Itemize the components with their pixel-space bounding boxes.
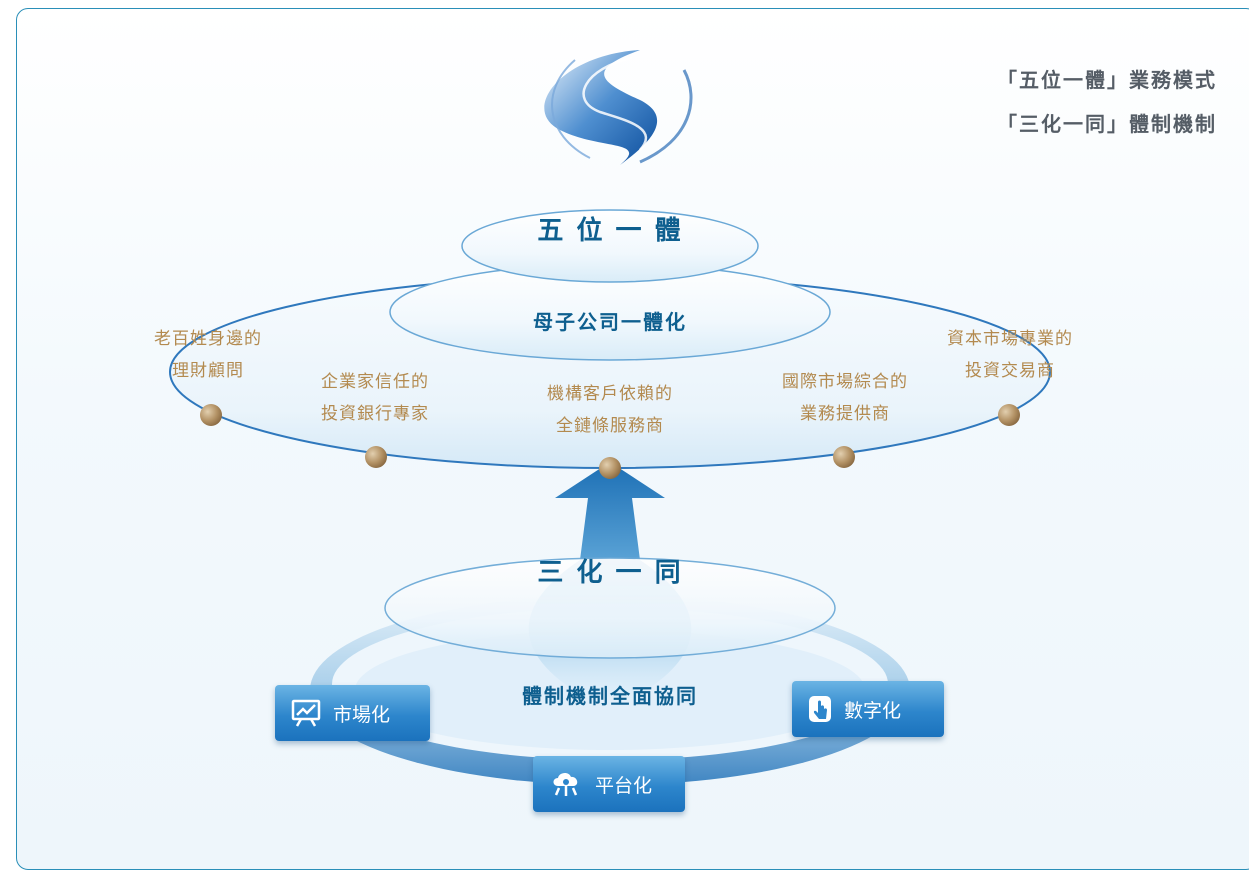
digital-button[interactable]: 數字化 bbox=[792, 681, 944, 737]
tier-4-line-2: 業務提供商 bbox=[800, 404, 890, 424]
top-ellipse bbox=[461, 209, 759, 283]
tier-5-line-2: 投資交易商 bbox=[965, 361, 1055, 381]
tier-3-line-1: 機構客戶依賴的 bbox=[547, 384, 673, 404]
tier-2-line-1: 企業家信任的 bbox=[321, 372, 429, 392]
cloud-network-icon bbox=[553, 772, 578, 796]
tier-4-line-1: 國際市場綜合的 bbox=[782, 372, 908, 392]
chart-board-icon bbox=[291, 699, 321, 727]
touch-hand-icon bbox=[809, 696, 831, 722]
tier-5-line-1: 資本市場專業的 bbox=[947, 329, 1073, 349]
digital-button-label: 數字化 bbox=[844, 699, 902, 722]
tier-label-4: 國際市場綜合的 業務提供商 bbox=[755, 366, 935, 430]
tier-label-2: 企業家信任的 投資銀行專家 bbox=[285, 366, 465, 430]
tier-1-line-1: 老百姓身邊的 bbox=[154, 329, 262, 349]
tier-label-5: 資本市場專業的 投資交易商 bbox=[920, 323, 1100, 387]
market-button-label: 市場化 bbox=[333, 703, 391, 726]
tier-2-line-2: 投資銀行專家 bbox=[321, 404, 429, 424]
tier-dot bbox=[998, 404, 1020, 426]
tier-dot bbox=[365, 446, 387, 468]
lower-ellipse bbox=[384, 557, 836, 659]
market-button[interactable]: 市場化 bbox=[275, 685, 430, 741]
tier-dot bbox=[200, 404, 222, 426]
parent-subsidiary-label: 母子公司一體化 bbox=[533, 310, 687, 334]
full-coordination-label: 體制機制全面協同 bbox=[522, 684, 698, 708]
five-in-one-title: 五 位 一 體 bbox=[537, 216, 683, 246]
logo-swoosh-icon bbox=[544, 50, 693, 165]
heading-line-1: 「五位一體」業務模式 bbox=[997, 68, 1217, 92]
tier-1-line-2: 理財顧問 bbox=[172, 361, 244, 381]
tier-label-1: 老百姓身邊的 理財顧問 bbox=[118, 323, 298, 387]
three-in-one-title: 三 化 一 同 bbox=[537, 558, 683, 588]
heading-line-2: 「三化一同」體制機制 bbox=[997, 112, 1217, 136]
tier-dot bbox=[599, 457, 621, 479]
tier-label-3: 機構客戶依賴的 全鏈條服務商 bbox=[510, 378, 710, 442]
tier-3-line-2: 全鏈條服務商 bbox=[556, 416, 664, 436]
tier-dot bbox=[833, 446, 855, 468]
platform-button[interactable]: 平台化 bbox=[533, 756, 685, 812]
platform-button-label: 平台化 bbox=[595, 774, 653, 797]
